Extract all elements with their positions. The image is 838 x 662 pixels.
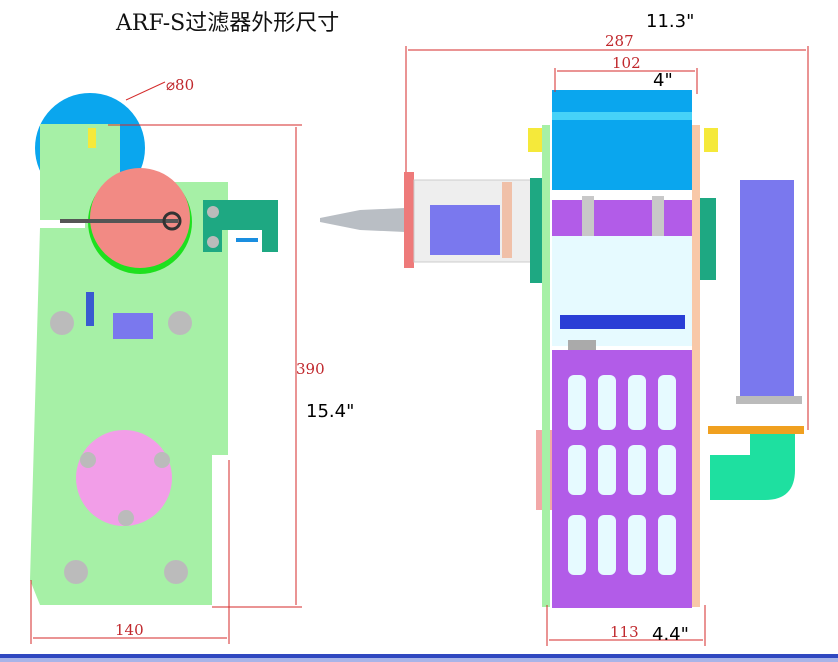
mount-plate: [708, 426, 804, 434]
side-bracket: [530, 178, 544, 283]
drawing-title: ARF-S过滤器外形尺寸: [115, 11, 339, 36]
length-mm-label: 287: [605, 32, 634, 50]
bar: [560, 315, 685, 329]
height-in-label: 15.4": [306, 401, 354, 422]
bolt: [207, 236, 219, 248]
valve: [86, 292, 94, 326]
flange: [404, 172, 414, 268]
footer-rule-shadow: [0, 658, 838, 662]
knob: [704, 128, 718, 152]
chamber: [552, 236, 692, 346]
hose-clamp: [736, 396, 802, 404]
motor-end: [113, 313, 153, 339]
bolt: [64, 560, 88, 584]
roll-in-label: 4": [653, 70, 673, 91]
side-bracket: [700, 198, 716, 280]
depth-mm-label: 113: [610, 623, 639, 641]
roller: [552, 200, 692, 236]
drive-disc: [90, 168, 190, 268]
main-side-plate: [30, 182, 228, 605]
front-view: [320, 90, 804, 608]
height-mm-label: 390: [296, 360, 325, 378]
nozzle: [320, 208, 405, 232]
pin: [236, 238, 258, 242]
length-in-label: 11.3": [646, 11, 694, 32]
clamp: [652, 196, 664, 240]
depth-in-label: 4.4": [652, 624, 689, 645]
bolt: [164, 560, 188, 584]
side-view: [30, 93, 278, 605]
roll-mm-label: 102: [612, 54, 641, 72]
bolt: [50, 311, 74, 335]
duct-hose: [740, 180, 794, 402]
bracket: [203, 200, 278, 252]
footer-rule: [0, 654, 838, 658]
clamp: [582, 196, 594, 240]
cage-slots: [568, 375, 676, 575]
bolt: [80, 452, 96, 468]
right-plate: [692, 125, 700, 607]
bolt: [88, 128, 96, 148]
elbow-pipe: [710, 434, 795, 500]
fan-outlet: [76, 430, 172, 526]
left-plate: [542, 125, 550, 607]
pivot: [162, 211, 182, 231]
bolt: [118, 510, 134, 526]
bolt: [168, 311, 192, 335]
knob: [528, 128, 542, 152]
bolt: [154, 452, 170, 468]
diameter-label: ⌀80: [166, 76, 194, 94]
filter-roll: [552, 90, 692, 190]
width-mm-label: 140: [115, 621, 144, 639]
motor: [430, 205, 500, 255]
highlight: [552, 112, 692, 120]
ring: [502, 182, 512, 258]
bolt: [207, 206, 219, 218]
